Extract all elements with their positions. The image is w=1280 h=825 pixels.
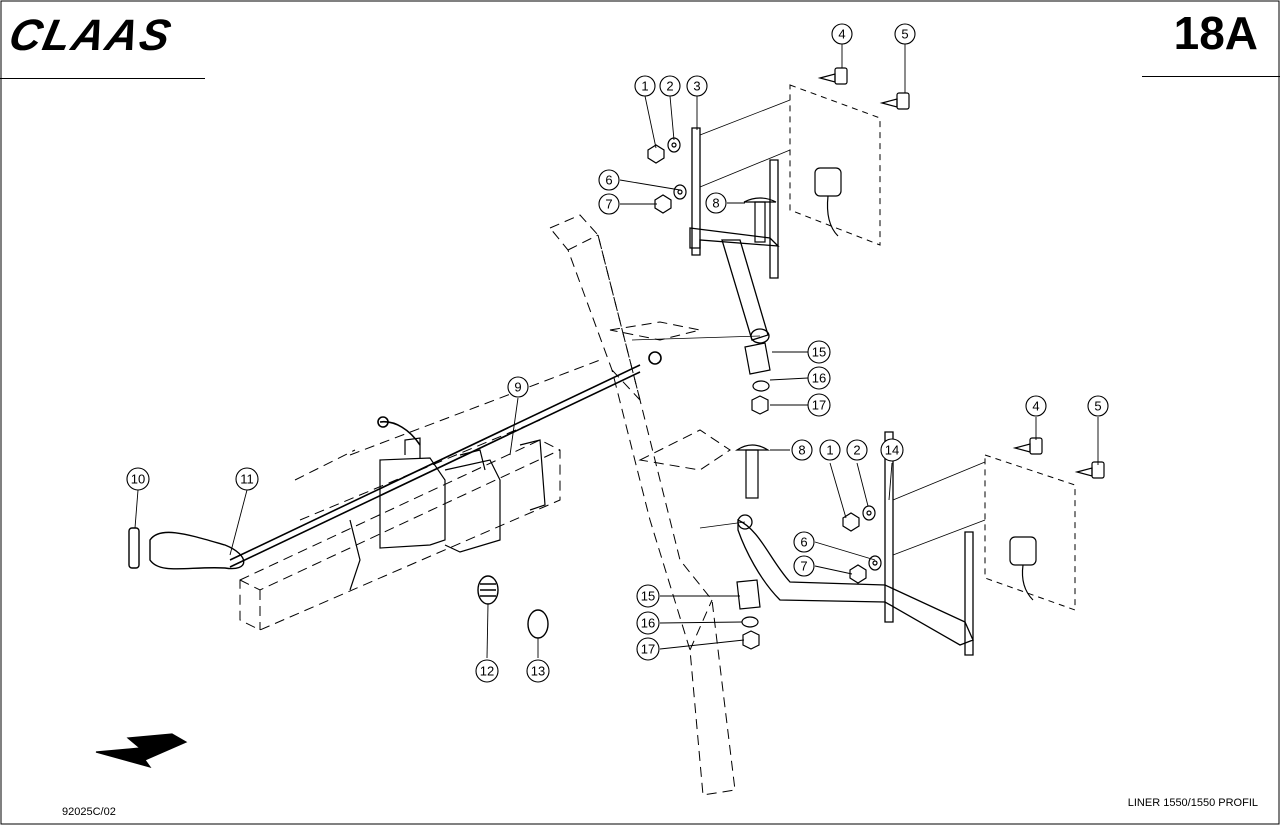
drawbar-frame [549, 214, 736, 796]
callout-5: 5 [894, 23, 916, 45]
callout-15: 15 [636, 584, 660, 608]
nut-17-upper [751, 395, 769, 415]
callout-label: 15 [641, 589, 655, 604]
callout-label: 11 [240, 472, 254, 487]
callout-label: 1 [641, 79, 648, 94]
callout-4: 4 [831, 23, 853, 45]
callout-label: 12 [480, 664, 494, 679]
callout-label: 6 [800, 535, 807, 550]
bolt-5-upper [879, 92, 910, 110]
washer-16-upper [752, 380, 770, 392]
assembly-lines [631, 99, 986, 556]
direction-arrow-icon [95, 733, 188, 769]
callout-5: 5 [1087, 395, 1109, 417]
header-rule-right [1142, 76, 1280, 77]
hex-nut-1-upper [647, 144, 665, 164]
callout-label: 1 [826, 443, 833, 458]
callout-6: 6 [793, 531, 815, 553]
callout-label: 7 [800, 559, 807, 574]
callout-label: 13 [531, 664, 545, 679]
hex-nut-7-upper [654, 194, 672, 214]
callout-label: 2 [666, 79, 673, 94]
callout-17: 17 [636, 637, 660, 661]
callout-13: 13 [526, 659, 550, 683]
lower-tail-light [1009, 536, 1037, 601]
callout-14: 14 [880, 438, 904, 462]
callout-8: 8 [705, 192, 727, 214]
carriage-bolt-upper [743, 197, 777, 243]
callout-label: 10 [131, 472, 145, 487]
bolt-4-lower [1012, 437, 1043, 455]
callout-label: 15 [812, 345, 826, 360]
upper-tail-light [814, 167, 842, 237]
callout-11: 11 [235, 467, 259, 491]
hex-nut-1-lower [842, 512, 860, 532]
washer-2-upper [667, 137, 681, 153]
callout-label: 14 [885, 443, 899, 458]
bolt-4-upper [817, 67, 848, 85]
callout-label: 3 [693, 79, 700, 94]
callout-label: 16 [812, 371, 826, 386]
callout-label: 7 [605, 197, 612, 212]
callout-3: 3 [686, 75, 708, 97]
page-number: 18A [1173, 7, 1258, 59]
carriage-bolt-lower [735, 444, 771, 499]
callout-7: 7 [793, 555, 815, 577]
callout-label: 9 [514, 380, 521, 395]
callout-label: 17 [812, 398, 826, 413]
plate-15-lower [736, 579, 761, 610]
lower-light-bracket [737, 431, 974, 656]
washer-16-lower [741, 616, 759, 628]
upper-light-plate [789, 84, 881, 246]
plug-12 [477, 575, 499, 605]
callout-label: 2 [853, 443, 860, 458]
callout-8: 8 [791, 439, 813, 461]
washer-6-lower [868, 555, 882, 571]
callout-1: 1 [634, 75, 656, 97]
callout-7: 7 [598, 193, 620, 215]
callout-label: 6 [605, 173, 612, 188]
callout-label: 8 [712, 196, 719, 211]
leader-lines [134, 44, 1099, 659]
callout-2: 2 [846, 439, 868, 461]
callout-4: 4 [1025, 395, 1047, 417]
hex-nut-7-lower [849, 564, 867, 584]
callout-label: 4 [1032, 399, 1039, 414]
lower-light-plate [984, 454, 1076, 611]
callout-label: 4 [838, 27, 845, 42]
callout-16: 16 [807, 366, 831, 390]
cross-beam [239, 359, 601, 631]
callout-10: 10 [126, 467, 150, 491]
callout-label: 8 [798, 443, 805, 458]
callout-16: 16 [636, 611, 660, 635]
plate-15-upper [744, 342, 771, 375]
callout-12: 12 [475, 659, 499, 683]
washer-2-lower [862, 505, 876, 521]
callout-label: 5 [901, 27, 908, 42]
callout-1: 1 [819, 439, 841, 461]
cap-13 [527, 609, 549, 639]
bolt-5-lower [1074, 461, 1105, 479]
beam-bracket [349, 437, 546, 591]
nut-17-lower [742, 630, 760, 650]
callout-label: 5 [1094, 399, 1101, 414]
callout-label: 16 [641, 616, 655, 631]
callout-15: 15 [807, 340, 831, 364]
drawing-code: 92025C/02 [62, 806, 116, 818]
washer-6-upper [673, 184, 687, 200]
callout-9: 9 [507, 376, 529, 398]
safety-cable [229, 351, 662, 568]
callout-17: 17 [807, 393, 831, 417]
machine-model: LINER 1550/1550 PROFIL [1127, 797, 1258, 809]
callout-2: 2 [659, 75, 681, 97]
header-rule-left [0, 78, 205, 79]
callout-label: 17 [641, 642, 655, 657]
callout-6: 6 [598, 169, 620, 191]
linch-pin [128, 527, 245, 570]
